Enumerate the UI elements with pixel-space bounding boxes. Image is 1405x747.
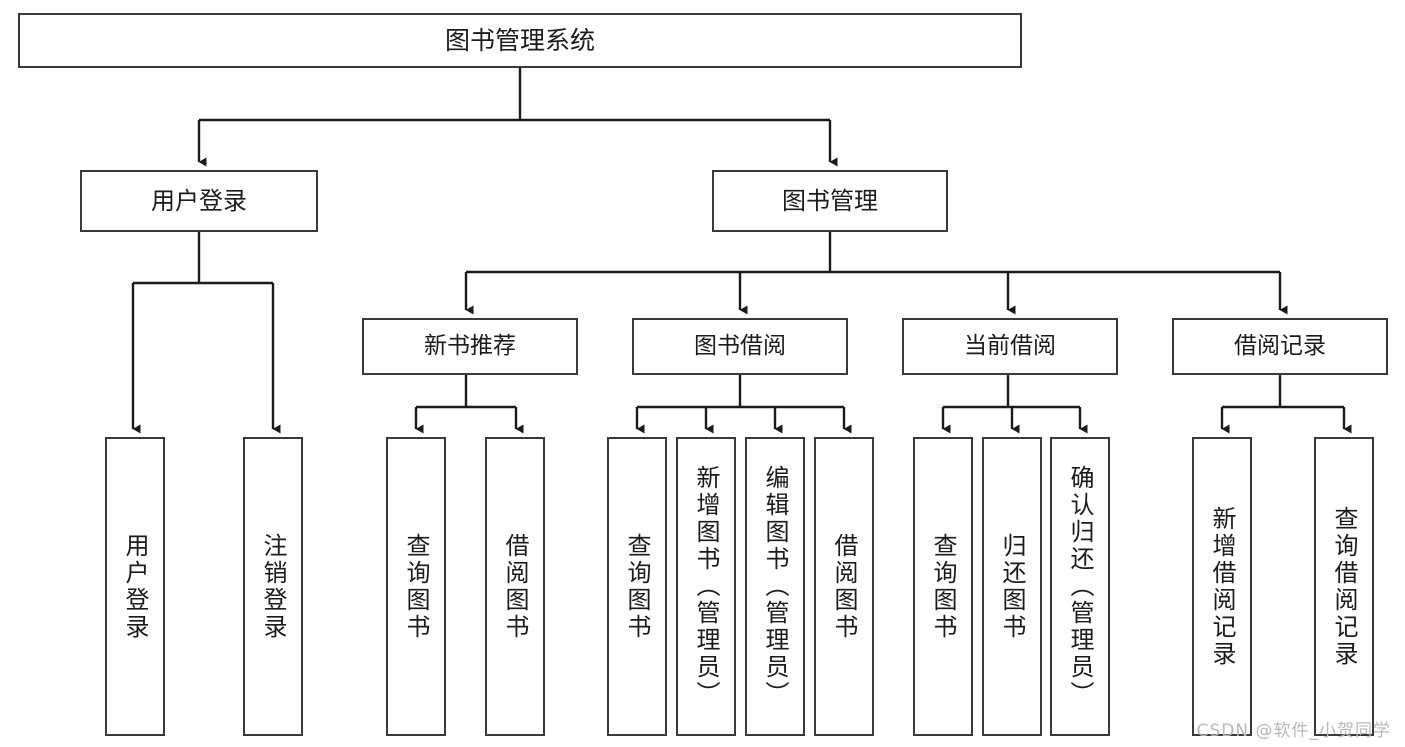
node-label: 用户登录 <box>121 532 149 641</box>
node-label: 图书管理系统 <box>444 25 595 55</box>
node-leaf-user-login[interactable]: 用户登录 <box>105 437 165 736</box>
node-label: 查询图书 <box>929 532 957 641</box>
node-label: 归还图书 <box>998 532 1026 641</box>
node-book-borrow[interactable]: 图书借阅 <box>632 318 848 375</box>
node-leaf-edit-book[interactable]: 编辑图书（管理员） <box>745 437 805 736</box>
node-label: 注销登录 <box>259 532 287 641</box>
node-user-login[interactable]: 用户登录 <box>80 170 318 232</box>
node-label: 查询图书 <box>402 532 430 641</box>
node-leaf-return-book[interactable]: 归还图书 <box>982 437 1042 736</box>
node-label: 借阅图书 <box>501 532 529 641</box>
node-borrow-record[interactable]: 借阅记录 <box>1172 318 1388 375</box>
node-label: 借阅图书 <box>830 532 858 641</box>
node-leaf-borrow-book-1[interactable]: 借阅图书 <box>485 437 545 736</box>
node-leaf-query-borrow-record[interactable]: 查询借阅记录 <box>1314 437 1374 736</box>
node-label: 查询图书 <box>623 532 651 641</box>
node-book-management-system[interactable]: 图书管理系统 <box>18 13 1022 68</box>
node-leaf-add-borrow-record[interactable]: 新增借阅记录 <box>1192 437 1252 736</box>
node-leaf-add-book[interactable]: 新增图书（管理员） <box>676 437 736 736</box>
node-label: 当前借阅 <box>964 332 1056 359</box>
node-label: 借阅记录 <box>1234 332 1326 359</box>
node-leaf-query-book-3[interactable]: 查询图书 <box>913 437 973 736</box>
node-label: 新增图书（管理员） <box>692 465 720 708</box>
node-label: 确认归还（管理员） <box>1066 465 1094 708</box>
node-leaf-query-book-1[interactable]: 查询图书 <box>386 437 446 736</box>
node-label: 图书管理 <box>782 186 878 215</box>
node-book-manage[interactable]: 图书管理 <box>712 170 948 232</box>
node-label: 图书借阅 <box>694 332 786 359</box>
node-leaf-query-book-2[interactable]: 查询图书 <box>607 437 667 736</box>
node-label: 用户登录 <box>151 186 247 215</box>
node-current-borrow[interactable]: 当前借阅 <box>902 318 1118 375</box>
node-label: 新增借阅记录 <box>1208 505 1236 668</box>
node-leaf-confirm-return[interactable]: 确认归还（管理员） <box>1050 437 1110 736</box>
node-label: 查询借阅记录 <box>1330 505 1358 668</box>
node-leaf-borrow-book-2[interactable]: 借阅图书 <box>814 437 874 736</box>
node-new-book-recommend[interactable]: 新书推荐 <box>362 318 578 375</box>
node-label: 新书推荐 <box>424 332 516 359</box>
node-label: 编辑图书（管理员） <box>761 465 789 708</box>
node-leaf-logout[interactable]: 注销登录 <box>243 437 303 736</box>
